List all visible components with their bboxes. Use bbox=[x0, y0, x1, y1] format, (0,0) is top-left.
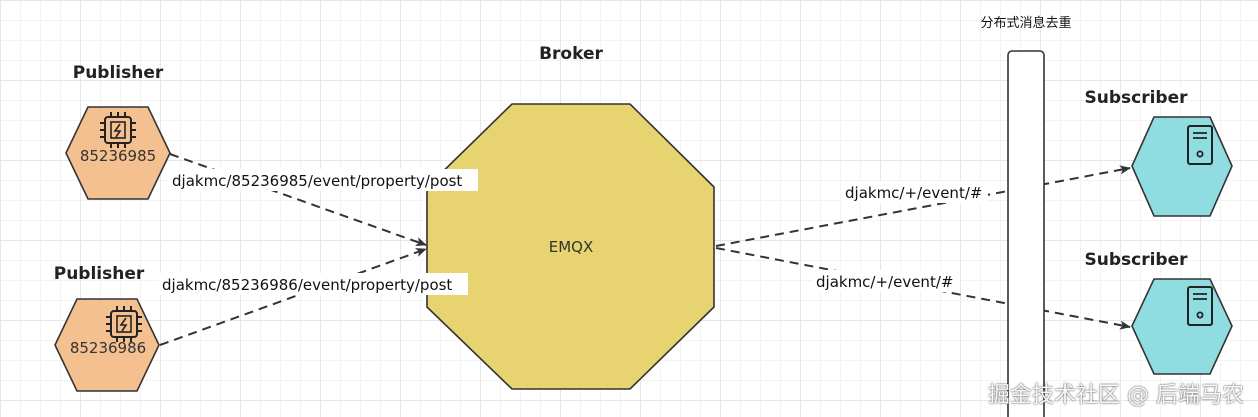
broker-title: Broker bbox=[539, 44, 603, 64]
broker-label: EMQX bbox=[549, 238, 594, 256]
edge-label-publisher-2: djakmc/85236986/event/property/post bbox=[158, 273, 468, 295]
dedup-component: 分布式消息去重 bbox=[980, 15, 1072, 417]
edge-label-publisher-1-text: djakmc/85236985/event/property/post bbox=[172, 172, 462, 190]
subscriber-node-1: Subscriber bbox=[1084, 88, 1233, 217]
subscriber-2-title: Subscriber bbox=[1084, 250, 1188, 270]
watermark: 掘金技术社区 @ 后端马农 bbox=[988, 383, 1244, 408]
edge-label-subscriber-1-text: djakmc/+/event/# bbox=[845, 184, 982, 202]
chip-icon bbox=[106, 306, 142, 342]
subscriber-1-title: Subscriber bbox=[1084, 88, 1188, 108]
edge-label-subscriber-1: djakmc/+/event/# bbox=[842, 181, 988, 203]
edge-publisher-2-to-broker bbox=[159, 248, 427, 346]
edge-label-subscriber-2: djakmc/+/event/# bbox=[813, 270, 959, 292]
publisher-2-title: Publisher bbox=[54, 264, 145, 284]
subscriber-1-hexagon bbox=[1131, 116, 1233, 217]
edge-label-publisher-2-text: djakmc/85236986/event/property/post bbox=[162, 276, 452, 294]
edge-broker-to-subscriber-1 bbox=[715, 165, 1131, 247]
edge-publisher-1-to-broker bbox=[169, 153, 427, 246]
publisher-2-hexagon bbox=[54, 298, 160, 392]
dedup-bar bbox=[1007, 50, 1045, 417]
publisher-1-id: 85236985 bbox=[80, 147, 156, 165]
publisher-node-2: Publisher 85236986 bbox=[54, 264, 160, 392]
publisher-1-hexagon bbox=[65, 106, 171, 200]
server-icon bbox=[1187, 286, 1213, 326]
edge-label-subscriber-2-text: djakmc/+/event/# bbox=[816, 273, 953, 291]
dedup-label: 分布式消息去重 bbox=[980, 15, 1071, 31]
broker-octagon bbox=[426, 103, 715, 390]
publisher-1-title: Publisher bbox=[73, 63, 164, 83]
broker-node: Broker EMQX bbox=[426, 44, 715, 390]
server-icon bbox=[1187, 125, 1213, 165]
subscriber-node-2: Subscriber bbox=[1084, 250, 1233, 375]
publisher-node-1: Publisher 85236985 bbox=[65, 63, 171, 200]
publisher-2-id: 85236986 bbox=[70, 339, 146, 357]
edge-label-publisher-1: djakmc/85236985/event/property/post bbox=[168, 169, 478, 191]
chip-icon bbox=[100, 112, 136, 148]
subscriber-2-hexagon bbox=[1131, 278, 1233, 375]
